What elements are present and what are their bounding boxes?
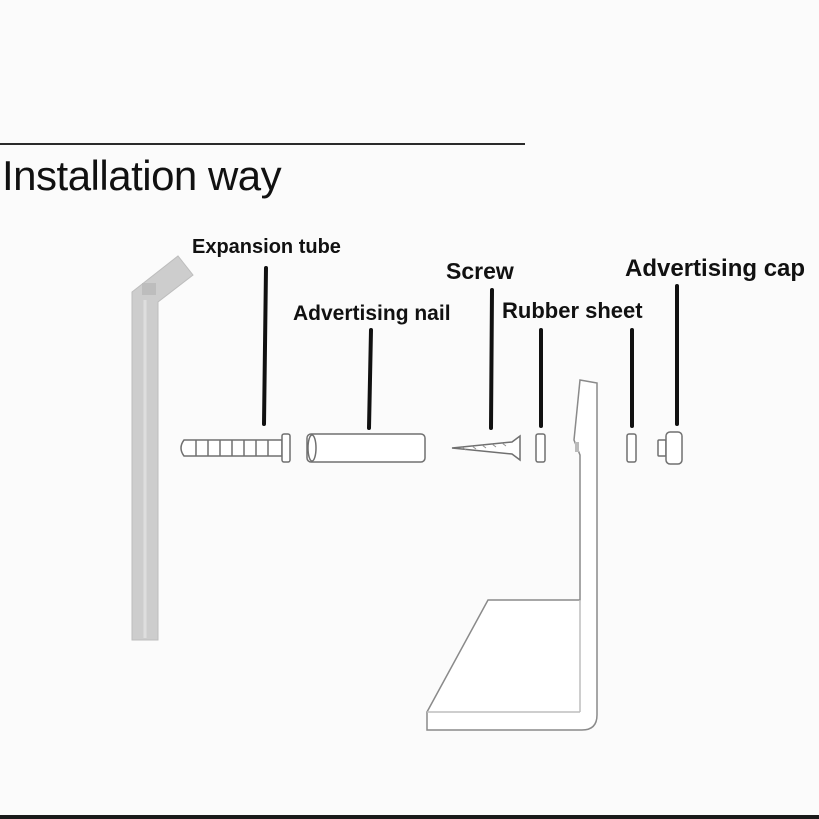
pointer-expansion-tube [262, 266, 268, 426]
rubber-sheet-part-2 [626, 433, 637, 463]
advertising-nail-part [306, 433, 426, 463]
page-title: Installation way [2, 152, 282, 199]
label-rubber-sheet: Rubber sheet [502, 298, 643, 323]
label-screw: Screw [446, 258, 514, 284]
title-divider [0, 143, 525, 145]
bottom-border [0, 815, 819, 819]
advertising-cap-part [657, 431, 683, 465]
wall-profile [131, 255, 194, 641]
label-advertising-cap: Advertising cap [625, 255, 806, 282]
bracket-part [426, 379, 598, 731]
rubber-sheet-part [535, 433, 546, 463]
pointer-advertising-nail [367, 328, 373, 430]
screw-part [451, 434, 521, 462]
expansion-tube-part [180, 433, 291, 463]
pointer-screw [489, 288, 494, 430]
label-expansion-tube: Expansion tube [192, 236, 341, 258]
label-advertising-nail: Advertising nail [293, 302, 451, 325]
